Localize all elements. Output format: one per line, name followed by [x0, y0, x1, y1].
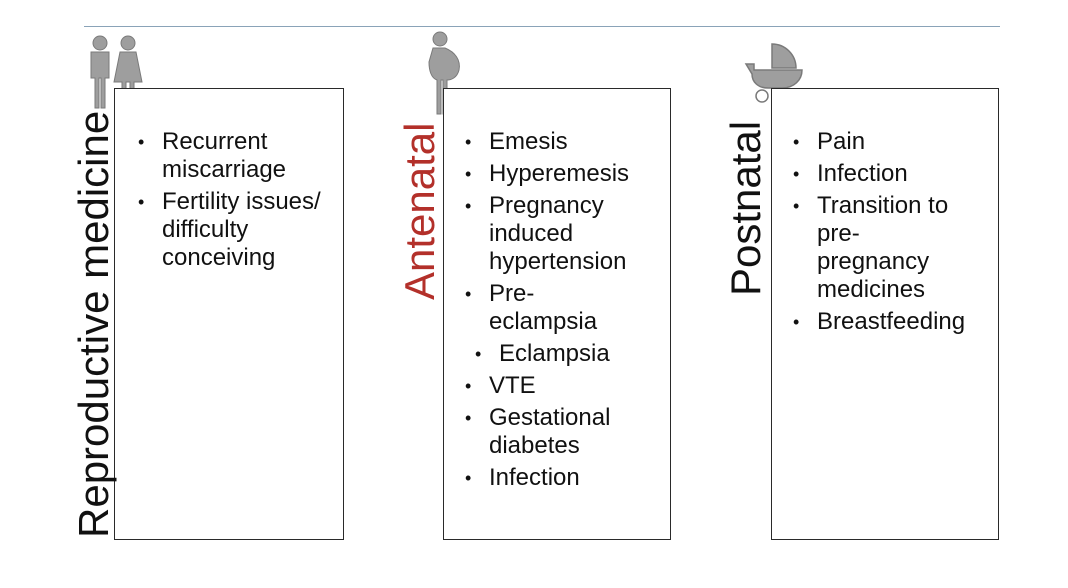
list-item: Eclampsia: [473, 340, 663, 368]
list-item: Infection: [791, 160, 981, 188]
list-postnatal: Pain Infection Transition to pre-pregnan…: [791, 128, 981, 340]
list-item: Pre-eclampsia: [463, 280, 619, 336]
list-item: Hyperemesis: [463, 160, 663, 188]
list-item: Gestational diabetes: [463, 404, 663, 460]
couple-icon: [90, 35, 143, 109]
list-item: Pregnancy induced hypertension: [463, 192, 663, 276]
list-item: Fertility issues/ difficulty conceiving: [136, 188, 336, 272]
list-antenatal: Emesis Hyperemesis Pregnancy induced hyp…: [463, 128, 663, 496]
list-item: VTE: [463, 372, 663, 400]
heading-antenatal: Antenatal: [396, 122, 443, 300]
list-item: Recurrent miscarriage: [136, 128, 336, 184]
heading-reproductive-medicine: Reproductive medicine: [70, 110, 117, 538]
heading-postnatal: Postnatal: [722, 120, 769, 296]
list-item: Breastfeeding: [791, 308, 981, 336]
baby-pram-icon: [744, 43, 803, 103]
list-reproductive-medicine: Recurrent miscarriage Fertility issues/ …: [136, 128, 336, 276]
pregnant-woman-icon: [428, 31, 460, 115]
list-item: Pain: [791, 128, 981, 156]
list-item: Emesis: [463, 128, 663, 156]
top-divider: [84, 26, 1000, 27]
list-item: Infection: [463, 464, 663, 492]
list-item: Transition to pre-pregnancy medicines: [791, 192, 957, 304]
